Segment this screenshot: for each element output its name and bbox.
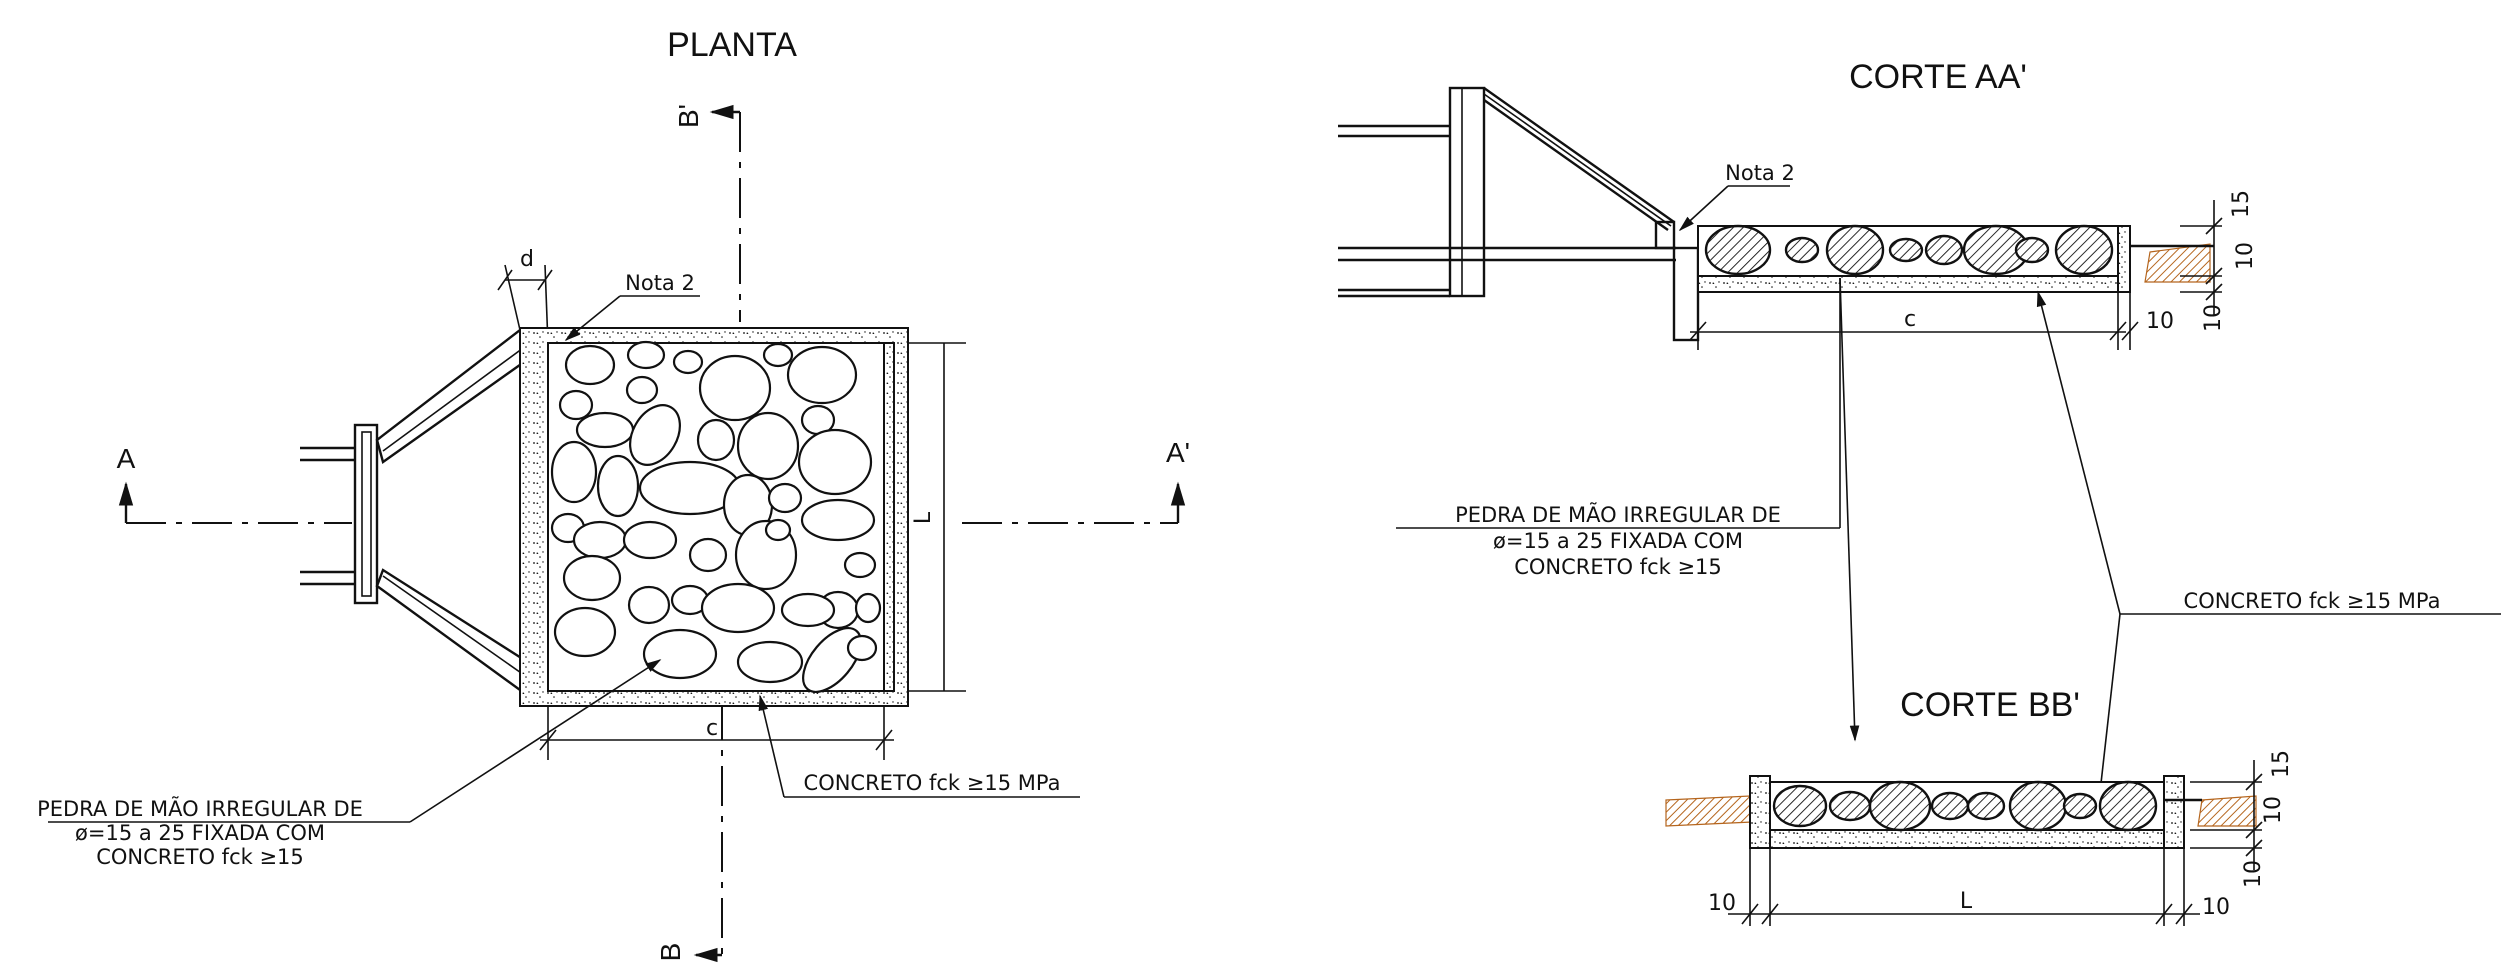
section-aa-nota-2: Nota 2 [1678, 161, 1795, 232]
section-aa-stone-note: PEDRA DE MÃO IRREGULAR DE ø=15 a 25 FIXA… [1396, 277, 1860, 742]
section-aa-dim-10-bottom: 10 [2121, 292, 2174, 350]
section-aa-view: CORTE AA' [1338, 58, 2501, 812]
pipes [300, 446, 355, 586]
plan-dim-l: L [908, 342, 966, 692]
section-aa-concrete-note-label: CONCRETO fck ≥15 MPa [2184, 589, 2441, 613]
section-bb-dim-l: L 10 10 [1708, 848, 2230, 926]
section-aa-dim-vertical: 15 10 10 [2180, 190, 2258, 332]
plan-nota-2-label: Nota 2 [625, 271, 695, 295]
section-bb-view: CORTE BB' [1665, 686, 2294, 926]
dim-d: d [497, 247, 553, 346]
section-bb-dim-l-label: L [1960, 889, 1973, 914]
plan-stone-note-line-1: PEDRA DE MÃO IRREGULAR DE [37, 795, 363, 821]
plan-dim-c: c [539, 705, 894, 760]
dim-d-label: d [520, 247, 534, 272]
section-bb-soil-right [2197, 795, 2257, 827]
section-bb-dim-10b-label: 10 [2241, 860, 2266, 888]
plan-stones [550, 340, 882, 693]
section-bb-dim-vertical: 15 10 10 [2190, 750, 2294, 888]
section-aa-dim-10c-label: 10 [2146, 309, 2174, 334]
section-label-a-prime: A' [1166, 437, 1190, 468]
plan-stone-note: PEDRA DE MÃO IRREGULAR DE ø=15 a 25 FIXA… [37, 659, 662, 869]
section-bb-dim-10a-label: 10 [2261, 796, 2286, 824]
section-label-b: B [655, 943, 686, 962]
plan-view: PLANTA B' B A A' [37, 26, 1190, 963]
section-marker-b-prime: B' [673, 104, 741, 322]
plan-dim-l-label: L [911, 511, 936, 524]
plan-title: PLANTA [667, 26, 797, 64]
plan-stone-note-line-3: CONCRETO fck ≥15 [96, 845, 304, 869]
section-aa-stones [1704, 224, 2114, 276]
section-aa-nota-2-label: Nota 2 [1725, 161, 1795, 185]
plan-stone-note-line-2: ø=15 a 25 FIXADA COM [75, 821, 325, 845]
section-bb-dim-15-label: 15 [2269, 750, 2294, 778]
section-bb-dim-10-right-label: 10 [2202, 895, 2230, 920]
section-marker-b: B [655, 700, 723, 963]
section-label-a: A [117, 443, 136, 474]
plan-concrete-note: CONCRETO fck ≥15 MPa [758, 694, 1080, 798]
plan-concrete-note-label: CONCRETO fck ≥15 MPa [804, 771, 1061, 795]
plan-nota-2: Nota 2 [564, 271, 700, 342]
plan-dim-c-label: c [706, 716, 718, 741]
section-marker-a: A [117, 443, 352, 524]
section-aa-dim-10b-label: 10 [2201, 304, 2226, 332]
section-aa-stone-note-line-2: ø=15 a 25 FIXADA COM [1493, 529, 1743, 553]
section-aa-concrete-note: CONCRETO fck ≥15 MPa [2036, 290, 2501, 812]
section-aa-dim-c: c [1689, 292, 2127, 350]
section-bb-title: CORTE BB' [1900, 686, 2080, 724]
section-aa-dim-c-label: c [1904, 307, 1916, 332]
section-marker-a-prime: A' [962, 437, 1190, 524]
section-aa-dim-15-label: 15 [2229, 190, 2254, 218]
section-aa-title: CORTE AA' [1849, 58, 2027, 96]
section-label-b-prime: B' [673, 104, 704, 128]
section-aa-stone-note-line-1: PEDRA DE MÃO IRREGULAR DE [1455, 501, 1781, 527]
section-bb-stones [1772, 780, 2158, 832]
section-aa-stone-note-line-3: CONCRETO fck ≥15 [1514, 555, 1722, 579]
section-bb-soil-left [1665, 795, 1753, 827]
section-aa-dim-10a-label: 10 [2233, 242, 2258, 270]
section-bb-dim-10-left-label: 10 [1708, 891, 1736, 916]
